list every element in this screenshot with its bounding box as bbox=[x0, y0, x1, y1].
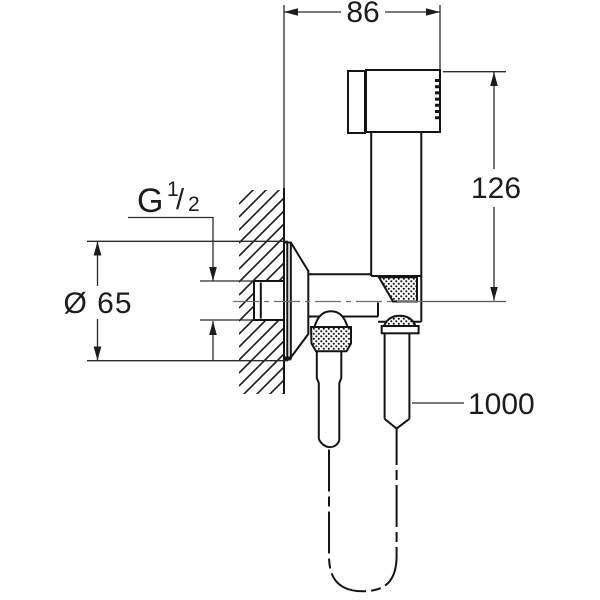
hose-connection-right bbox=[380, 314, 420, 430]
dim-height-label: 126 bbox=[471, 172, 521, 205]
dimension-width: 86 bbox=[284, 0, 441, 69]
thread-size-label-denominator: 2 bbox=[188, 193, 200, 216]
thread-size-label-numerator: 1 bbox=[167, 178, 179, 201]
hose-loop bbox=[328, 428, 398, 593]
dimension-hose: 1000 bbox=[412, 388, 535, 421]
shower-head bbox=[347, 69, 441, 134]
thread-size-label-g: G bbox=[137, 182, 163, 220]
thread-size-label-slash: / bbox=[176, 184, 185, 216]
shower-handle bbox=[370, 115, 423, 303]
dim-width-label: 86 bbox=[346, 0, 379, 29]
wall-hatch bbox=[239, 190, 284, 394]
diameter-label: Ø 65 bbox=[63, 287, 132, 320]
dimension-thread: G 1 / 2 bbox=[128, 178, 254, 361]
dimension-height: 126 bbox=[443, 71, 521, 301]
dimension-diameter: Ø 65 bbox=[63, 240, 288, 362]
handle-knurl bbox=[377, 276, 418, 303]
hose-length-label: 1000 bbox=[468, 388, 535, 421]
supply-nut bbox=[253, 280, 285, 321]
hose-connection-left bbox=[309, 310, 352, 449]
